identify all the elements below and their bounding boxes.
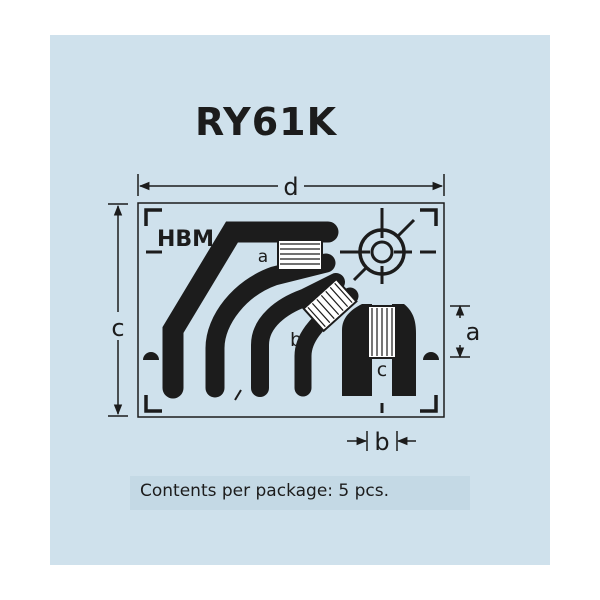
dimension-d: d [137,173,445,201]
hbm-logo: HBM [157,227,214,252]
grid-b [302,277,358,333]
dimension-b: b [347,428,416,456]
grid-c-label: c [377,359,387,381]
grid-c [367,305,397,359]
gauge-pads [342,304,416,396]
dimension-c: c [108,203,128,417]
gauge-carrier [137,202,445,418]
dimension-a-label: a [466,318,481,346]
package-note-box: Contents per package: 5 pcs. [130,476,470,510]
grid-a [277,239,323,271]
dimension-a: a [450,304,481,359]
product-code-title: RY61K [195,100,338,144]
package-note-text: Contents per package: 5 pcs. [140,481,390,501]
dimension-b-label: b [374,428,389,456]
dimension-d-label: d [283,173,298,201]
gauge-leads [162,221,359,399]
grid-a-label: a [258,247,268,267]
dimension-c-label: c [111,314,124,342]
crosshair-icon [340,208,416,284]
grid-b-label: b [290,329,302,351]
